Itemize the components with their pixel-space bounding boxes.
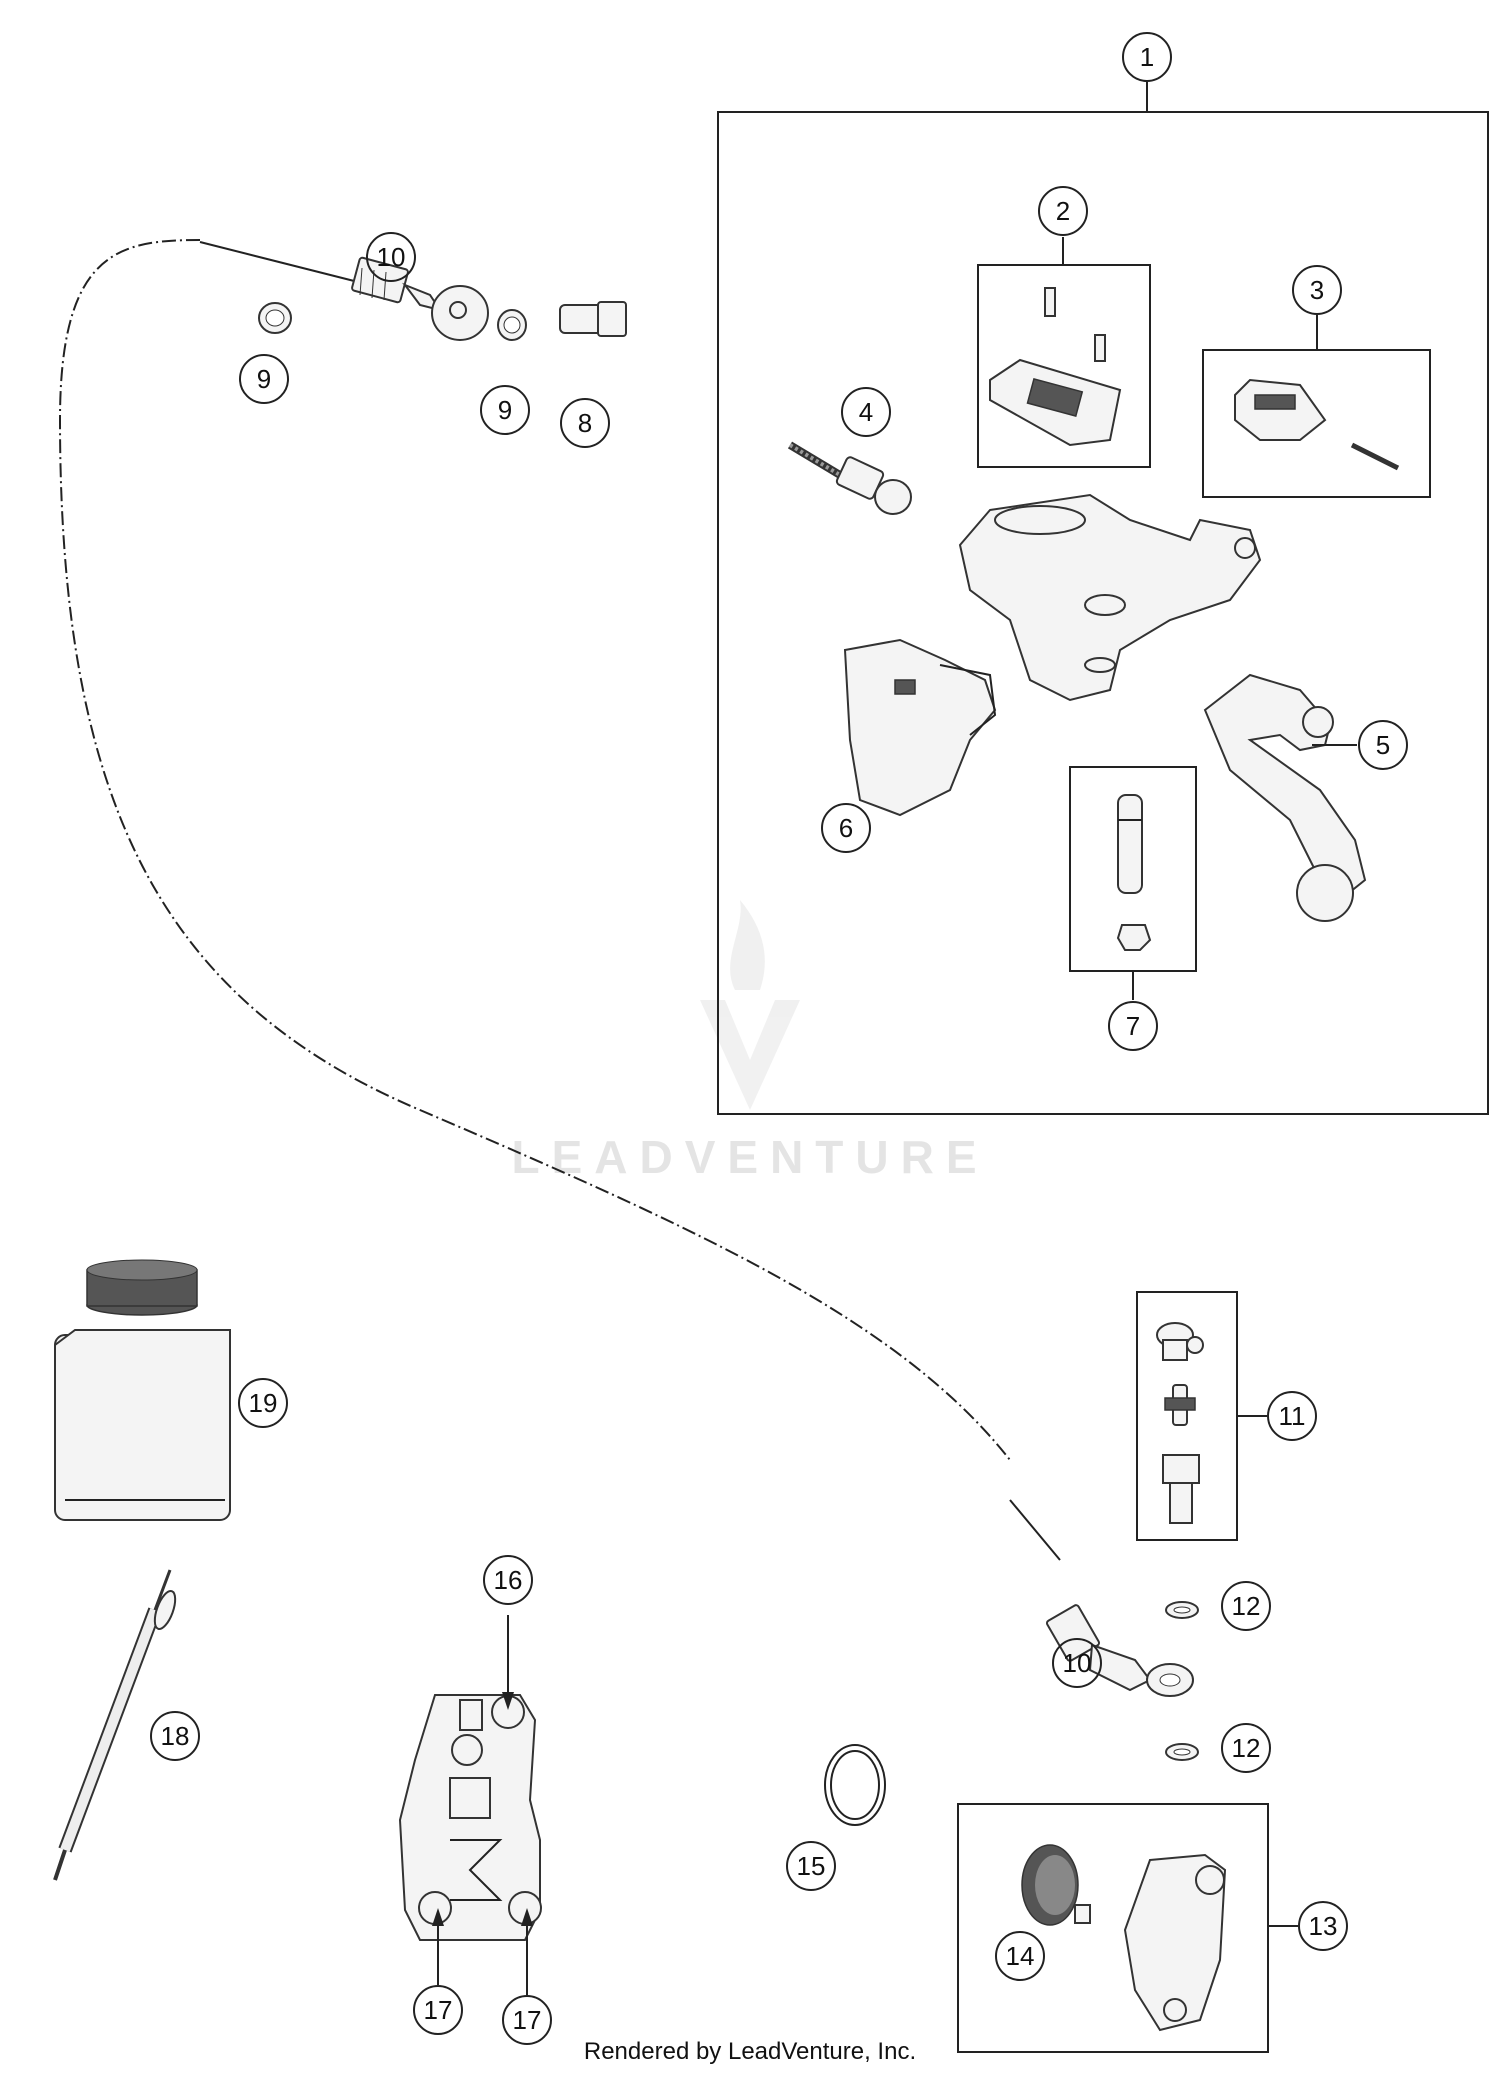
svg-text:17: 17 [424, 1995, 453, 2025]
pivot-bolt [1116, 794, 1152, 951]
callout-8: 8 [560, 398, 610, 448]
callout-6: 6 [821, 803, 871, 853]
o-ring [824, 1744, 886, 1826]
callout-5: 5 [1358, 720, 1408, 770]
svg-text:3: 3 [1310, 275, 1324, 305]
svg-text:4: 4 [859, 397, 873, 427]
bleeder-set [1156, 1322, 1204, 1524]
callout-4: 4 [841, 387, 891, 437]
watermark-logo [700, 900, 800, 1110]
svg-text:17: 17 [513, 2005, 542, 2035]
assembly-box-13 [957, 1803, 1269, 2053]
banjo-bolt [559, 301, 627, 337]
caliper-small [1123, 1853, 1227, 2032]
svg-text:1: 1 [1140, 42, 1154, 72]
svg-text:9: 9 [257, 364, 271, 394]
svg-text:16: 16 [494, 1565, 523, 1595]
callout-7: 7 [1108, 1001, 1158, 1051]
svg-text:5: 5 [1376, 730, 1390, 760]
callout-10-bottom: 10 [1052, 1638, 1102, 1688]
callout-12-top: 12 [1221, 1581, 1271, 1631]
svg-text:9: 9 [498, 395, 512, 425]
svg-text:11: 11 [1279, 1401, 1306, 1431]
callout-10-top: 10 [366, 232, 416, 282]
reservoir-cover [989, 287, 1122, 447]
callout-13: 13 [1298, 1901, 1348, 1951]
callout-3: 3 [1292, 265, 1342, 315]
callout-15: 15 [786, 1841, 836, 1891]
watermark-text: LEADVENTURE [511, 1131, 989, 1183]
banjo-fitting-top [351, 256, 489, 341]
callout-17-right: 17 [502, 1995, 552, 2045]
svg-text:10: 10 [1063, 1648, 1092, 1678]
svg-text:7: 7 [1126, 1011, 1140, 1041]
callout-19: 19 [238, 1378, 288, 1428]
callout-16: 16 [483, 1555, 533, 1605]
assembly-box-1 [717, 111, 1489, 1115]
svg-text:10: 10 [377, 242, 406, 272]
brake-caliper [398, 1694, 542, 1941]
brake-lever [1203, 673, 1367, 922]
callout-12-bottom: 12 [1221, 1723, 1271, 1773]
svg-text:8: 8 [578, 408, 592, 438]
svg-text:15: 15 [797, 1851, 826, 1881]
lever-adjuster [1234, 378, 1400, 471]
svg-text:19: 19 [249, 1388, 278, 1418]
brake-line [58, 239, 1011, 1461]
caliper-piston [1021, 1844, 1091, 1926]
svg-text:12: 12 [1232, 1591, 1261, 1621]
callout-17-left: 17 [413, 1985, 463, 2035]
callout-9-left: 9 [239, 354, 289, 404]
svg-text:13: 13 [1309, 1911, 1338, 1941]
brake-fluid-bottle [54, 1259, 231, 1521]
svg-text:14: 14 [1006, 1941, 1035, 1971]
callout-11: 11 [1267, 1391, 1317, 1441]
callout-14: 14 [995, 1931, 1045, 1981]
adjuster-screw [787, 441, 912, 515]
svg-text:12: 12 [1232, 1733, 1261, 1763]
reservoir-boot [843, 638, 997, 817]
callout-2: 2 [1038, 186, 1088, 236]
svg-text:6: 6 [839, 813, 853, 843]
svg-text:2: 2 [1056, 196, 1070, 226]
footer-credit: Rendered by LeadVenture, Inc. [583, 2038, 917, 2065]
banjo-fitting-bottom [1046, 1604, 1194, 1697]
master-cylinder [958, 493, 1262, 702]
callout-1: 1 [1122, 32, 1172, 82]
callout-9-right: 9 [480, 385, 530, 435]
grease-syringe [53, 1569, 177, 1881]
callout-18: 18 [150, 1711, 200, 1761]
svg-text:18: 18 [161, 1721, 190, 1751]
